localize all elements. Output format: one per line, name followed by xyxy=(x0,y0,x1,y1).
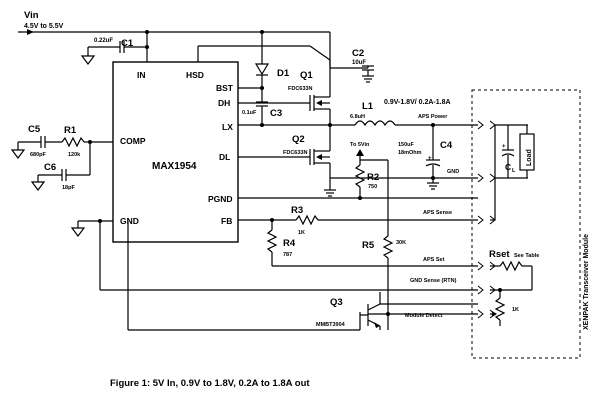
pin-dl: DL xyxy=(219,152,230,162)
d1-ref: D1 xyxy=(277,68,290,79)
bjt-arrow-icon xyxy=(374,322,380,328)
c6-ref: C6 xyxy=(44,162,56,173)
gnd-net: GND xyxy=(330,169,478,190)
hsd-net xyxy=(197,45,331,62)
r3-value: 1K xyxy=(298,230,305,236)
figure-caption: Figure 1: 5V In, 0.9V to 1.8V, 0.2A to 1… xyxy=(110,378,310,389)
mosfet-arrow-icon xyxy=(316,100,322,106)
resistor-r3: R3 1K APS Sense xyxy=(238,205,478,236)
c2-ref: C2 xyxy=(352,48,364,59)
gnd-pin-net: GND Sense (RTN) xyxy=(70,219,478,291)
r5-value: 30K xyxy=(396,240,406,246)
module-label: XENPAK Transceiver Module xyxy=(583,234,590,330)
ic-name: MAX1954 xyxy=(152,161,197,172)
mosfet-arrow-icon xyxy=(316,154,322,160)
pin-dh: DH xyxy=(218,98,230,108)
cl-polarity: + xyxy=(502,144,506,150)
rset-value: 1K xyxy=(512,307,519,313)
ground-icon xyxy=(10,149,26,159)
c4-ref: C4 xyxy=(440,140,453,151)
q3-part: MMBT3904 xyxy=(316,322,346,328)
l1-value: 6.8uH xyxy=(350,114,365,120)
pin-gnd: GND xyxy=(120,216,139,226)
cl-ref: C xyxy=(505,162,511,172)
c3-ref: C3 xyxy=(270,108,282,119)
r1-value: 120k xyxy=(68,152,81,158)
r1-ref: R1 xyxy=(64,125,77,136)
pin-bst: BST xyxy=(216,83,234,93)
net-gnd-sense: GND Sense (RTN) xyxy=(410,278,457,284)
pin-hsd: HSD xyxy=(186,70,204,80)
c2-value: 10uF xyxy=(352,60,366,66)
c4-esr: 18mOhm xyxy=(398,150,422,156)
pin-lx: LX xyxy=(222,122,233,132)
c6-value: 18pF xyxy=(62,185,75,191)
capacitor-c3: 0.1uF C3 xyxy=(242,101,282,125)
pin-pgnd: PGND xyxy=(208,194,233,204)
arrow-up-icon xyxy=(356,149,364,156)
vin-arrow-icon xyxy=(27,29,34,35)
net-gnd: GND xyxy=(447,169,459,175)
resistor-r4: R4 787 APS Set xyxy=(266,220,478,267)
r2-ref: R2 xyxy=(367,172,379,183)
r3-ref: R3 xyxy=(291,205,303,216)
diode-icon xyxy=(254,63,270,76)
c3-value: 0.1uF xyxy=(242,110,257,116)
rset-note: See Table xyxy=(514,253,539,259)
capacitor-c1: 0.22uF C1 xyxy=(80,38,147,65)
r2-value: 750 xyxy=(368,184,377,190)
q2-ref: Q2 xyxy=(292,134,305,145)
c5-ref: C5 xyxy=(28,124,41,135)
q2-part: FDC633N xyxy=(283,150,307,156)
module-load: + C L Load xyxy=(490,124,535,221)
c5-value: 680pF xyxy=(30,152,47,158)
lx-net xyxy=(238,123,355,127)
capacitor-c4: C4 150uF 18mOhm + xyxy=(398,125,453,178)
resistor-r2: To 5Vin R2 750 xyxy=(350,142,379,200)
mosfet-q2: Q2 FDC633N xyxy=(238,125,336,197)
cl-sub: L xyxy=(512,168,516,174)
l1-ref: L1 xyxy=(362,101,374,112)
ground-icon xyxy=(30,181,46,191)
capacitor-c2: C2 10uF xyxy=(329,32,374,83)
c1-ref: C1 xyxy=(121,38,134,49)
vin-title: Vin xyxy=(24,10,39,21)
net-to-5vin: To 5Vin xyxy=(350,142,370,148)
q1-part: FDC633N xyxy=(288,86,312,92)
load-label: Load xyxy=(526,149,533,166)
net-aps-set: APS Set xyxy=(423,257,445,263)
rset-ref: Rset xyxy=(489,249,510,260)
pin-comp: COMP xyxy=(120,136,146,146)
net-module-detect: Module Detect xyxy=(405,313,443,319)
q1-ref: Q1 xyxy=(300,70,313,81)
pin-in: IN xyxy=(137,70,146,80)
ic-max1954: MAX1954 IN HSD BST DH LX COMP DL PGND GN… xyxy=(112,61,239,243)
c4-polarity: + xyxy=(428,156,432,162)
output-spec: 0.9V-1.8V/ 0.2A-1.8A xyxy=(384,99,451,106)
r5-ref: R5 xyxy=(362,240,375,251)
ground-icon xyxy=(80,55,96,65)
c1-value: 0.22uF xyxy=(94,38,113,44)
diode-d1: D1 xyxy=(254,32,290,102)
net-aps-power: APS Power xyxy=(418,114,448,120)
resistor-r5: R5 30K xyxy=(360,159,406,330)
c4-value: 150uF xyxy=(398,142,415,148)
xenpak-module: XENPAK Transceiver Module xyxy=(471,89,590,359)
ground-icon xyxy=(70,227,86,237)
vin-supply: Vin 4.5V to 5.5V xyxy=(18,10,330,49)
module-rset: Rset See Table 1K xyxy=(489,249,539,326)
mosfet-q1: Q1 FDC633N xyxy=(238,60,331,125)
transistor-q3: Q3 MMBT3904 Module Detect xyxy=(127,221,478,331)
r4-value: 787 xyxy=(283,252,292,258)
comp-network: R1 120k C5 680pF C6 18pF xyxy=(10,124,113,191)
net-aps-sense: APS Sense xyxy=(423,210,452,216)
vin-range: 4.5V to 5.5V xyxy=(24,23,64,30)
q3-ref: Q3 xyxy=(330,297,343,308)
wiper-arrow-icon xyxy=(492,311,497,317)
pin-fb: FB xyxy=(221,216,232,226)
r4-ref: R4 xyxy=(283,238,296,249)
